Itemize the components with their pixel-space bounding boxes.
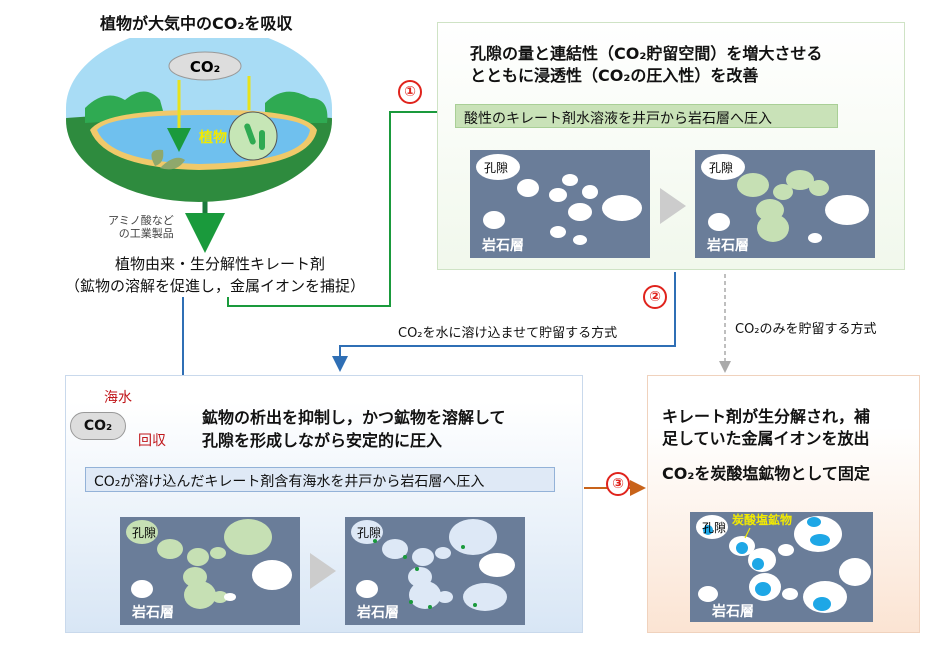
- mineral-label: 炭酸塩鉱物: [732, 512, 792, 527]
- step-2-badge: ②: [643, 285, 667, 309]
- chelating-agent-title: 植物由来・生分解性キレート剤: [114, 255, 325, 273]
- step-2-bar: CO₂が溶け込んだキレート剤含有海水を井戸から岩石層へ圧入: [85, 467, 555, 492]
- step-2-header-2: 孔隙を形成しながら安定的に圧入: [202, 431, 443, 450]
- cloud-label: CO₂: [190, 58, 220, 76]
- step-3-header-1: キレート剤が生分解され，補: [662, 407, 871, 426]
- co2-cloud-icon: CO₂: [70, 412, 126, 440]
- seawater-label: 海水: [104, 390, 132, 406]
- rock-after-1: 孔隙 岩石層: [695, 150, 875, 258]
- cloud-icon: [168, 51, 242, 81]
- step-1-bar: 酸性のキレート剤水溶液を井戸から岩石層へ圧入: [455, 104, 838, 128]
- svg-text:岩石層: 岩石層: [481, 237, 524, 254]
- industrial-product-label: アミノ酸などの工業製品: [108, 214, 174, 240]
- svg-text:岩石層: 岩石層: [131, 604, 174, 621]
- step-3-header-3: CO₂を炭酸塩鉱物として固定: [662, 464, 870, 483]
- transition-arrow-icon: [660, 188, 686, 224]
- svg-text:孔隙: 孔隙: [702, 521, 726, 535]
- ecosystem-illustration: CO₂ 植物: [66, 38, 332, 202]
- alt-route-label: CO₂のみを貯留する方式: [735, 322, 877, 337]
- svg-text:孔隙: 孔隙: [357, 526, 381, 540]
- recovery-label: 回収: [138, 433, 166, 449]
- step-1-badge: ①: [398, 80, 422, 104]
- step-1-header-2: とともに浸透性（CO₂の圧入性）を改善: [470, 66, 759, 85]
- transition-arrow-icon: [310, 553, 336, 589]
- step-1-header-1: 孔隙の量と連結性（CO₂貯留空間）を増大させる: [470, 44, 823, 63]
- svg-text:岩石層: 岩石層: [706, 237, 749, 254]
- svg-text:孔隙: 孔隙: [484, 161, 508, 175]
- chelating-agent-desc: （鉱物の溶解を促進し，金属イオンを捕捉）: [64, 277, 365, 295]
- route-2-label: CO₂を水に溶け込ませて貯留する方式: [398, 326, 618, 341]
- rock-mineralized: 孔隙 炭酸塩鉱物 岩石層: [690, 512, 873, 622]
- plant-label: 植物: [198, 129, 227, 146]
- step-3-badge: ③: [606, 472, 630, 496]
- rock-before-2: 孔隙 岩石層: [120, 517, 300, 625]
- rock-before-1: 孔隙 岩石層: [470, 150, 650, 258]
- svg-text:岩石層: 岩石層: [356, 604, 399, 621]
- svg-text:岩石層: 岩石層: [711, 603, 754, 620]
- route-2-line: [332, 272, 676, 372]
- plant-title: 植物が大気中のCO₂を吸収: [100, 14, 293, 33]
- step-3-header-2: 足していた金属イオンを放出: [662, 429, 870, 448]
- rock-after-2: 孔隙 岩石層: [345, 517, 525, 625]
- step-2-header-1: 鉱物の析出を抑制し，かつ鉱物を溶解して: [202, 408, 506, 427]
- svg-text:孔隙: 孔隙: [132, 526, 156, 540]
- route-1-line: [227, 104, 454, 307]
- svg-text:孔隙: 孔隙: [709, 161, 733, 175]
